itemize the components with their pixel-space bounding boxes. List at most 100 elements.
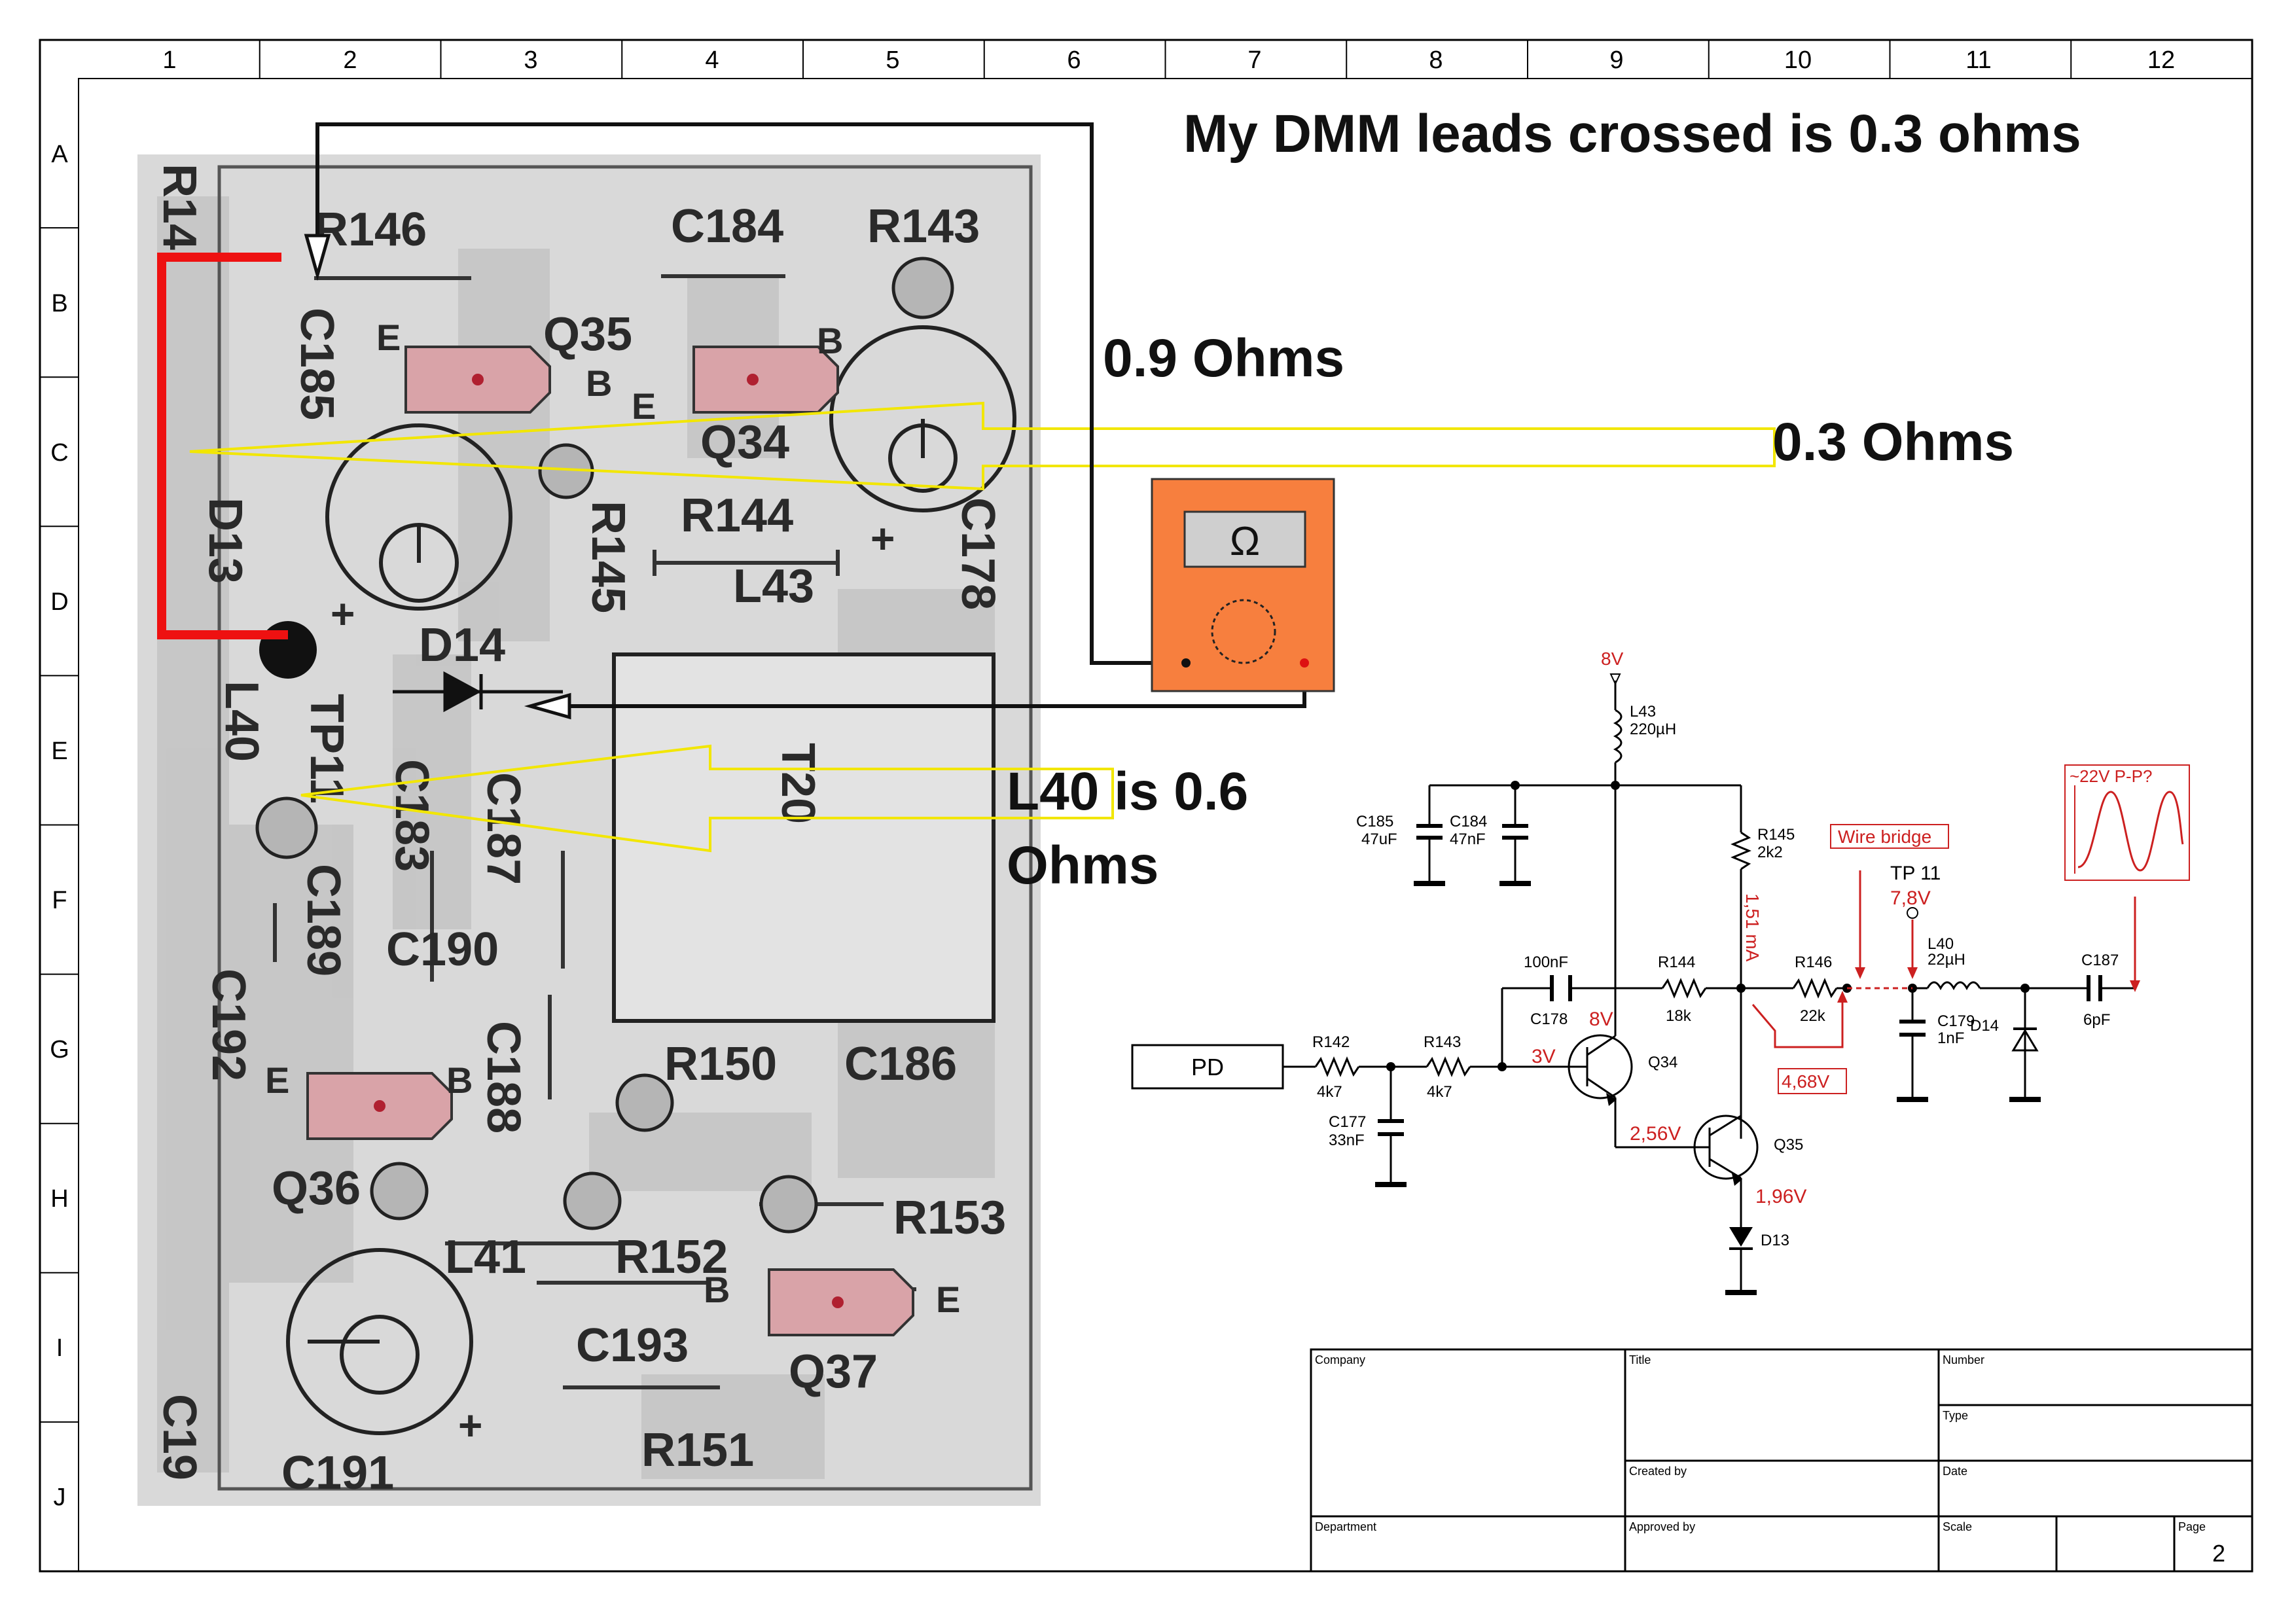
voltage-label: 7,8V: [1890, 887, 1931, 909]
pcb-label: B: [586, 363, 612, 404]
pcb-label: R143: [867, 200, 980, 253]
title-block-date: Date: [1943, 1465, 1967, 1478]
row-label: G: [50, 1036, 69, 1063]
current-label: 1,51 mA: [1742, 893, 1763, 962]
column-label: 1: [162, 46, 176, 74]
column-label: 8: [1429, 46, 1443, 74]
yellow-arrow-c: [189, 401, 1776, 491]
label: C184: [1450, 813, 1487, 830]
waveform-label: ~22V P-P?: [2070, 766, 2152, 786]
pcb-label: +: [331, 590, 355, 637]
column-label: 12: [2147, 46, 2175, 74]
row-dividers: [40, 227, 79, 1423]
pcb-label: +: [870, 515, 895, 562]
pcb-label: B: [446, 1060, 473, 1101]
pcb-label: C189: [297, 864, 350, 976]
label: R144: [1658, 954, 1695, 971]
label: 22µH: [1928, 951, 1965, 969]
label: 47nF: [1450, 830, 1486, 848]
row-label: J: [54, 1484, 66, 1511]
row-label: B: [51, 290, 67, 317]
annotation-l40-reading-unit: Ohms: [1007, 836, 1158, 895]
label: C178: [1530, 1010, 1568, 1028]
annotation-d13-reading: 0.3 Ohms: [1772, 412, 2014, 472]
row-label: D: [50, 588, 68, 616]
label: TP 11: [1890, 863, 1941, 884]
voltage-label: 4,68V: [1782, 1071, 1829, 1092]
title-block-title: Title: [1629, 1353, 1651, 1366]
waveform-icon: [2077, 791, 2184, 872]
column-label: 11: [1965, 46, 1991, 74]
pcb-label: T20: [772, 743, 824, 824]
pcb-label: Q34: [700, 416, 789, 469]
voltage-label: 8V: [1601, 649, 1624, 669]
label: 100nF: [1524, 954, 1568, 971]
red-jumper-marker: [157, 253, 288, 639]
pcb-label: L43: [733, 560, 814, 613]
column-dividers: [79, 40, 2252, 79]
label: 4k7: [1317, 1083, 1342, 1101]
schematic-voltage-labels: 8V Wire bridge 7,8V 8V 3V 4,68V 2,56V 1,…: [1532, 649, 2152, 1207]
capacitor-c178-outline: [829, 325, 1016, 512]
multimeter[interactable]: Ω: [1151, 478, 1335, 692]
row-label: E: [51, 738, 67, 765]
pcb-label: C188: [477, 1021, 529, 1133]
multimeter-dial[interactable]: [1211, 599, 1276, 664]
d13-symbol: [1729, 1227, 1753, 1247]
probe-arrow-r146: [304, 234, 331, 281]
title-block-page-label: Page: [2178, 1520, 2206, 1533]
label: C187: [2081, 952, 2119, 969]
label: R142: [1312, 1033, 1350, 1051]
pcb-label: R150: [664, 1038, 777, 1090]
pcb-label: R151: [641, 1424, 754, 1476]
column-label: 7: [1247, 46, 1261, 74]
annotation-r146-reading: 0.9 Ohms: [1103, 329, 1344, 388]
column-label: 2: [343, 46, 357, 74]
voltage-label: 3V: [1532, 1046, 1556, 1067]
pcb-label: E: [632, 385, 656, 427]
title-block-department: Department: [1315, 1520, 1376, 1533]
label: 1nF: [1937, 1029, 1964, 1047]
pcb-label: B: [817, 320, 843, 361]
meter-lead-black: [315, 122, 1186, 665]
label: R146: [1795, 954, 1832, 971]
pcb-label: C192: [202, 969, 255, 1081]
pcb-label: TP11: [300, 694, 353, 804]
label: L43: [1630, 703, 1656, 721]
pcb-label: C187: [477, 772, 529, 885]
label: C185: [1356, 813, 1393, 830]
title-block-created-by: Created by: [1629, 1465, 1687, 1478]
capacitor-c185-outline: [325, 423, 512, 611]
title-block: Company Title Number Type Created by Dat…: [1310, 1348, 2253, 1573]
row-label: A: [51, 141, 68, 168]
q34-package: [692, 346, 839, 414]
pcb-label: C183: [386, 759, 438, 872]
pcb-label: R153: [893, 1192, 1006, 1244]
supply-arrow: [1609, 673, 1621, 686]
q35-emitter-arrow: [1732, 1173, 1742, 1186]
pcb-label: R152: [615, 1231, 728, 1283]
capacitor-c191-outline: [286, 1248, 473, 1435]
label: 220µH: [1630, 721, 1676, 738]
pcb-label: R14: [153, 164, 206, 250]
label: 4k7: [1427, 1083, 1452, 1101]
label: 22k: [1800, 1007, 1826, 1025]
column-label: 5: [886, 46, 899, 74]
ohm-icon: Ω: [1230, 519, 1260, 564]
voltage-label: 8V: [1589, 1008, 1613, 1030]
transformer-t20: [612, 652, 996, 1023]
pcb-label: Q36: [272, 1162, 361, 1215]
title-block-scale: Scale: [1943, 1520, 1972, 1533]
multimeter-display: [1183, 510, 1306, 568]
ohm-jack[interactable]: [1300, 658, 1309, 668]
title-block-company: Company: [1315, 1353, 1365, 1366]
schematic-labels: L43 220µH C185 47uF C184 47nF R145 2k2 T…: [1312, 703, 2119, 1249]
com-jack[interactable]: [1181, 658, 1191, 668]
label: L40: [1928, 935, 1954, 953]
pcb-label: C184: [671, 200, 783, 253]
pcb-label: D13: [199, 497, 251, 584]
pcb-label: C178: [952, 497, 1004, 610]
pcb-label: E: [936, 1279, 960, 1320]
title-block-type: Type: [1943, 1409, 1968, 1422]
tp11-testpoint[interactable]: [1907, 907, 1918, 919]
